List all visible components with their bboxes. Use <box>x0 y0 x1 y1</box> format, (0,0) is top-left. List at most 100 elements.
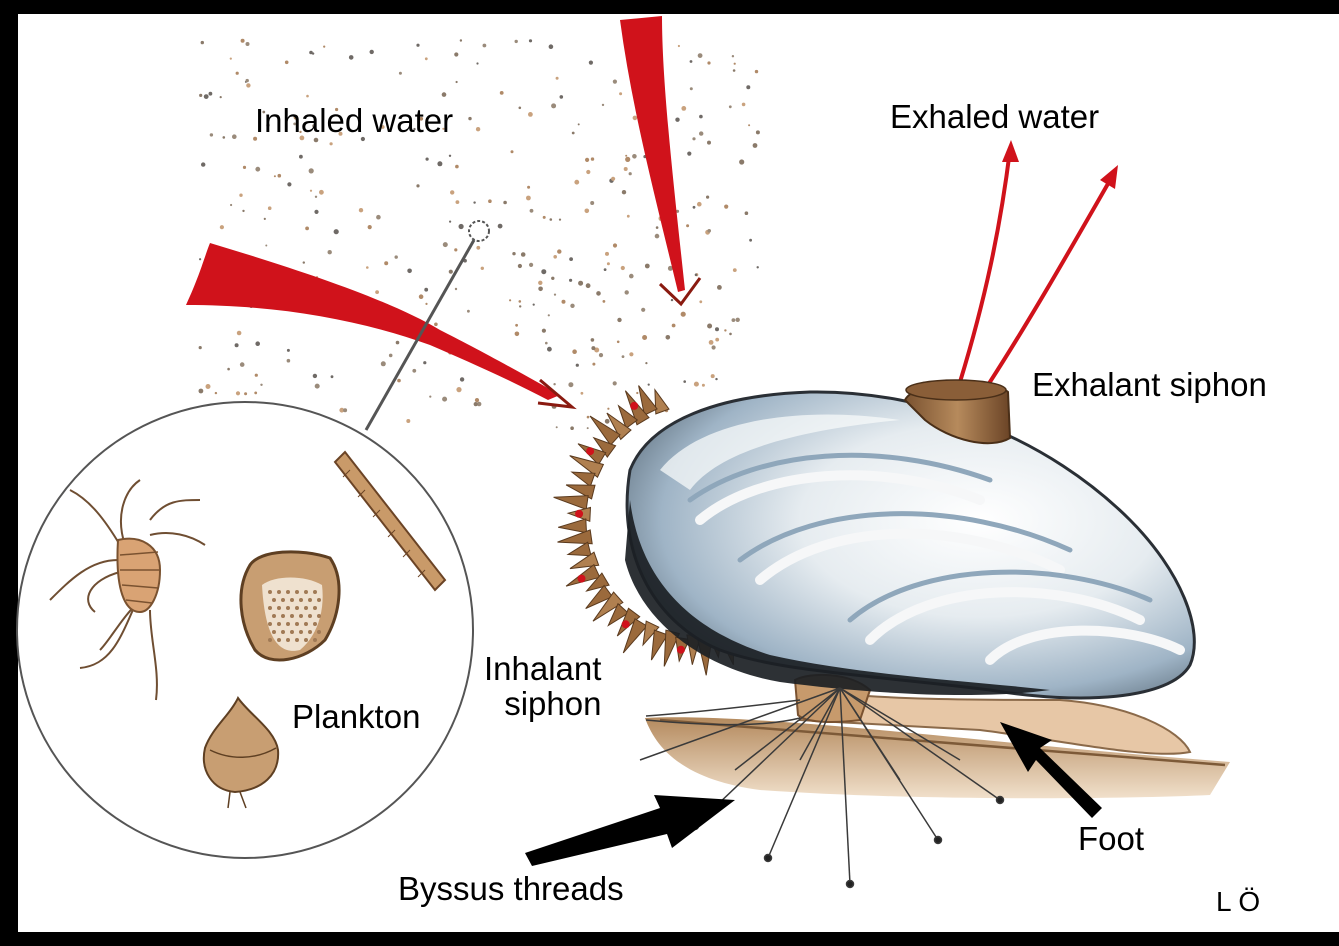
water-particle <box>641 308 645 312</box>
water-particle <box>543 216 546 219</box>
foot-label: Foot <box>1078 822 1144 855</box>
inhalant-siphon-label-line2: siphon <box>484 687 601 722</box>
red-particle <box>630 402 638 410</box>
water-particle <box>591 157 594 160</box>
water-particle <box>692 137 695 140</box>
water-particle <box>529 39 532 42</box>
water-particle <box>473 201 475 203</box>
water-particle <box>519 107 522 110</box>
water-particle <box>449 155 451 157</box>
water-particle <box>686 224 689 227</box>
water-particle <box>456 81 458 83</box>
water-particle <box>366 266 369 269</box>
artist-signature: L Ö <box>1216 888 1260 916</box>
water-particle <box>242 210 244 212</box>
water-particle <box>590 201 594 205</box>
water-particle <box>287 349 290 352</box>
pore-dot <box>317 614 321 618</box>
water-particle <box>449 221 451 223</box>
water-particle <box>230 58 232 60</box>
water-particle <box>459 224 464 229</box>
water-particle <box>732 55 734 57</box>
pore-dot <box>268 606 272 610</box>
water-particle <box>697 202 702 207</box>
water-particle <box>530 209 534 213</box>
water-particle <box>237 331 242 336</box>
water-particle <box>694 382 699 387</box>
water-particle <box>687 152 691 156</box>
water-particle <box>416 44 419 47</box>
water-particle <box>255 374 258 377</box>
pore-dot <box>281 614 285 618</box>
water-particle <box>442 92 447 97</box>
water-particle <box>733 268 737 272</box>
pore-dot <box>281 598 285 602</box>
water-particle <box>607 408 609 410</box>
water-particle <box>268 206 272 210</box>
pore-dot <box>286 590 290 594</box>
water-particle <box>528 112 533 117</box>
water-particle <box>416 184 419 187</box>
water-particle <box>585 158 589 162</box>
water-particle <box>636 392 638 394</box>
water-particle <box>232 134 237 139</box>
inhaled-water-label: Inhaled water <box>255 104 453 137</box>
water-particle <box>699 115 703 119</box>
water-particle <box>591 346 595 350</box>
water-particle <box>734 63 736 65</box>
water-particle <box>500 91 504 95</box>
water-particle <box>396 341 400 345</box>
water-particle <box>711 374 715 378</box>
water-particle <box>255 341 260 346</box>
water-particle <box>611 177 615 181</box>
water-particle <box>255 167 260 172</box>
water-particle <box>515 40 518 43</box>
water-particle <box>736 318 740 322</box>
water-particle <box>239 194 242 197</box>
water-particle <box>529 263 533 267</box>
water-particle <box>745 211 749 215</box>
red-particle <box>622 620 630 628</box>
water-particle <box>742 103 746 107</box>
pore-dot <box>286 622 290 626</box>
pore-dot <box>281 630 285 634</box>
water-particle <box>613 243 617 247</box>
water-particle <box>603 300 606 303</box>
water-particle <box>518 264 522 268</box>
water-particle <box>629 172 632 175</box>
water-particle <box>756 130 760 134</box>
water-particle <box>303 261 305 263</box>
exhalant-siphon-label: Exhalant siphon <box>1032 368 1267 401</box>
pore-dot <box>299 630 303 634</box>
water-particle <box>556 77 559 80</box>
water-particle <box>715 338 719 342</box>
water-particle <box>397 379 401 383</box>
water-particle <box>707 141 711 145</box>
water-particle <box>407 269 412 274</box>
water-particle <box>706 196 709 199</box>
water-particle <box>243 166 246 169</box>
pore-dot <box>277 638 281 642</box>
water-particle <box>274 175 276 177</box>
water-particle <box>455 288 457 290</box>
water-particle <box>666 335 671 340</box>
water-particle <box>206 384 211 389</box>
water-particle <box>729 105 732 108</box>
water-particle <box>425 303 427 305</box>
water-particle <box>215 392 217 394</box>
water-particle <box>319 190 324 195</box>
byssus-anchor <box>765 855 772 862</box>
red-particle <box>578 575 586 583</box>
pore-dot <box>268 590 272 594</box>
water-particle <box>619 92 622 95</box>
pore-dot <box>286 638 290 642</box>
water-particle <box>547 347 552 352</box>
water-particle <box>395 255 398 258</box>
water-particle <box>246 83 250 87</box>
water-particle <box>454 52 458 56</box>
water-particle <box>476 127 480 131</box>
water-particle <box>287 182 291 186</box>
water-particle <box>578 123 580 125</box>
water-particle <box>240 362 245 367</box>
